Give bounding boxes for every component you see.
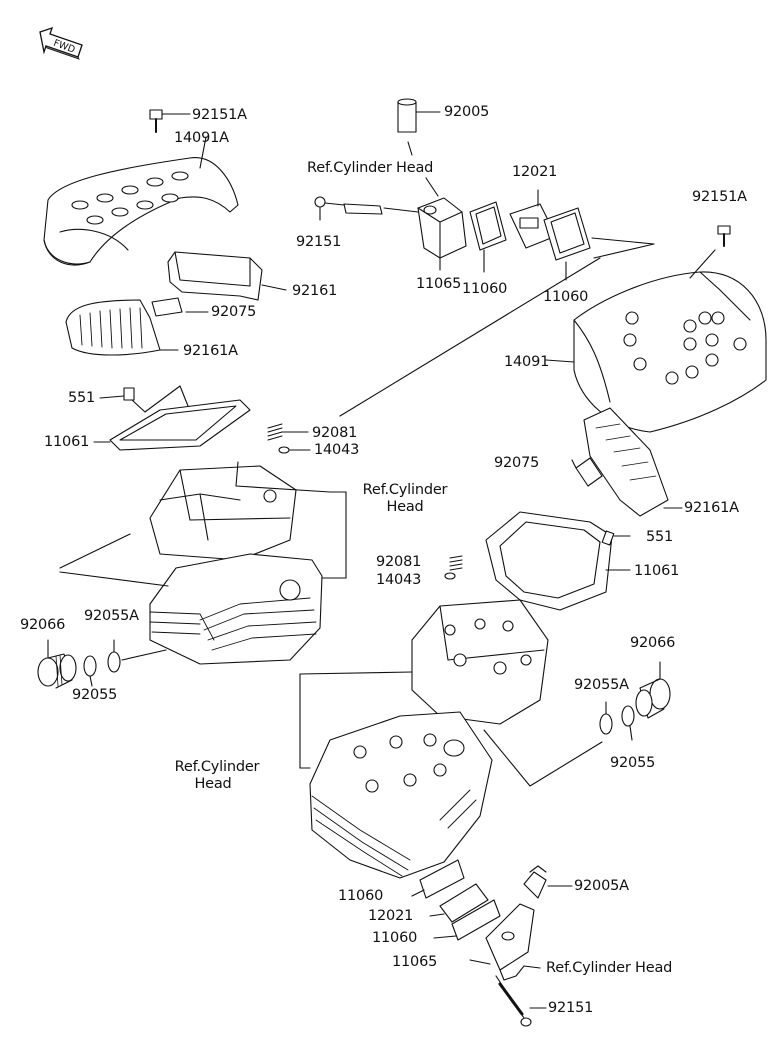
reed-housing-11065-top [383, 177, 467, 271]
label-14091a: 14091A [174, 130, 229, 146]
cylinder-block-front [59, 533, 347, 665]
rocker-cover-rear [545, 249, 767, 433]
oring-92055a-right [599, 713, 613, 735]
gasket-11060-top-a [469, 201, 507, 273]
label-11060-bottom-a: 11060 [338, 888, 384, 904]
plug-92066-right [635, 661, 671, 719]
clip-92075-right [571, 457, 603, 487]
label-92081-left: 92081 [312, 425, 358, 441]
label-92161a-right: 92161A [684, 500, 739, 516]
plug-92005 [397, 98, 441, 156]
label-11060-top-a: 11060 [462, 281, 508, 297]
oring-92055a-left [107, 651, 121, 673]
plug-92005a [523, 865, 573, 899]
bolt-92151a-right [717, 225, 731, 247]
label-92055-left: 92055 [72, 687, 118, 703]
rocker-cover-front [43, 157, 239, 266]
label-ref-cylinder-head-top: Ref.Cylinder Head [307, 160, 434, 176]
label-92055a-right: 92055A [574, 677, 629, 693]
bolt-92151a-top [149, 109, 191, 133]
gasket-11060-bottom-b [433, 899, 501, 941]
reed-housing-11065-bottom [469, 903, 541, 981]
label-11061-left: 11061 [44, 434, 90, 450]
gasket-11061-right [485, 511, 631, 611]
label-92151a-top: 92151A [192, 107, 247, 123]
gasket-11061-left [93, 385, 251, 451]
spring-92081-left [267, 423, 311, 454]
label-92161a-left: 92161A [183, 343, 238, 359]
label-92075-top: 92075 [211, 304, 257, 320]
label-92081-mid: 92081 [376, 554, 422, 570]
label-14043-left: 14043 [314, 442, 360, 458]
label-14091: 14091 [504, 354, 550, 370]
spring-92081-mid [444, 555, 463, 580]
label-92151-top: 92151 [296, 234, 342, 250]
oring-92055-right [621, 705, 635, 727]
label-11060-top-b: 11060 [543, 289, 589, 305]
cylinder-head-rear [411, 599, 549, 725]
label-92005: 92005 [444, 104, 490, 120]
bolt-92151-bottom [495, 975, 547, 1027]
label-92066-right: 92066 [630, 635, 676, 651]
fwd-arrow-icon: FWD [38, 26, 86, 60]
label-92075-right: 92075 [494, 455, 540, 471]
label-11065-bottom: 11065 [392, 954, 438, 970]
leader-long-diagonal [339, 257, 601, 417]
label-92151-bottom: 92151 [548, 1000, 594, 1016]
breather-bracket-92161 [167, 251, 287, 301]
label-ref-cylinder-head-bottom: Ref.Cylinder Head [546, 960, 673, 976]
label-92055a-left: 92055A [84, 608, 139, 624]
label-551-left: 551 [68, 390, 96, 406]
gasket-11060-top-b [543, 207, 655, 281]
label-92161: 92161 [292, 283, 338, 299]
label-ref-cylinder-head-low-1: Ref.Cylinder [174, 759, 260, 775]
label-11065-top: 11065 [416, 276, 462, 292]
label-92055-right: 92055 [610, 755, 656, 771]
label-12021-top: 12021 [512, 164, 558, 180]
label-92066-left: 92066 [20, 617, 66, 633]
label-14043-mid: 14043 [376, 572, 422, 588]
label-11060-bottom-b: 11060 [372, 930, 418, 946]
cylinder-head-front [149, 461, 347, 579]
label-ref-cylinder-head-mid-2: Head [386, 499, 424, 515]
label-92005a: 92005A [574, 878, 629, 894]
label-12021-bottom: 12021 [368, 908, 414, 924]
reed-valve-12021-top [509, 189, 557, 249]
cover-92161a-right [583, 407, 683, 517]
reed-valve-12021-bottom [429, 883, 489, 923]
oring-92055-left [83, 655, 97, 677]
cylinder-block-rear [309, 711, 493, 879]
label-ref-cylinder-head-mid-1: Ref.Cylinder [362, 482, 448, 498]
plug-92066-left [37, 653, 77, 689]
label-551-right: 551 [646, 529, 674, 545]
clip-92075-top [151, 297, 209, 317]
bolt-92151-top [314, 196, 383, 221]
label-ref-cylinder-head-low-2: Head [194, 776, 232, 792]
label-92151a-right: 92151A [692, 189, 747, 205]
gasket-11060-bottom-a [411, 859, 465, 899]
label-11061-right: 11061 [634, 563, 680, 579]
cover-92161a-left [65, 299, 179, 356]
